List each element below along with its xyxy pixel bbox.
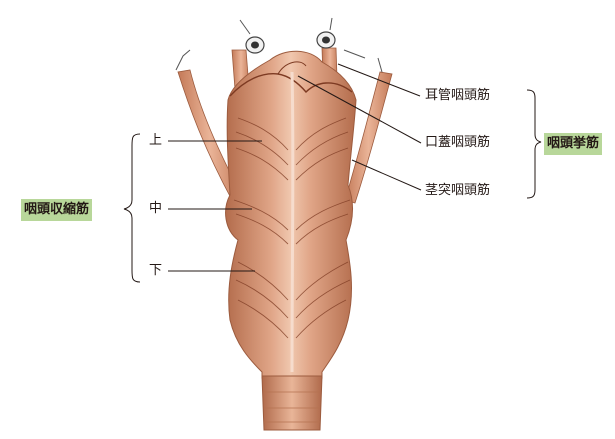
stylopharyngeus-label: 茎突咽頭筋 xyxy=(425,183,490,199)
levators-brace xyxy=(527,90,541,198)
pharynx-body xyxy=(226,51,356,378)
middle-constrictor-label: 中 xyxy=(149,201,162,217)
palatopharyngeus-label: 口蓋咽頭筋 xyxy=(425,135,490,151)
levators-group-label: 咽頭挙筋 xyxy=(544,133,602,155)
salpingopharyngeus-label: 耳管咽頭筋 xyxy=(425,88,490,104)
lower-constrictor-label: 下 xyxy=(149,263,162,279)
constrictors-group-label: 咽頭収縮筋 xyxy=(21,199,92,221)
constrictors-brace xyxy=(124,134,140,282)
upper-constrictor-label: 上 xyxy=(149,133,162,149)
esophagus xyxy=(262,376,322,430)
